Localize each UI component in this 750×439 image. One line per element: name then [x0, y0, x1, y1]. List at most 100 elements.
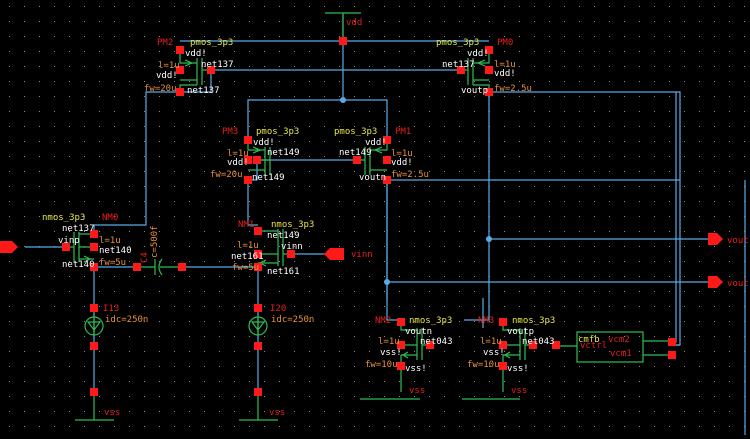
grid-dot: [624, 306, 625, 307]
connection-pin[interactable]: [90, 243, 98, 251]
connection-pin[interactable]: [176, 88, 184, 96]
grid-dot: [189, 51, 190, 52]
i20-name[interactable]: I20: [270, 304, 286, 314]
pm2-name[interactable]: PM2: [157, 38, 173, 48]
connection-pin[interactable]: [90, 388, 98, 396]
grid-dot: [309, 411, 310, 412]
grid-dot: [219, 306, 220, 307]
connection-pin[interactable]: [90, 263, 98, 271]
grid-dot: [339, 141, 340, 142]
connection-pin[interactable]: [90, 230, 98, 238]
port-vinn-shape[interactable]: [324, 248, 344, 260]
connection-pin[interactable]: [176, 66, 184, 74]
nm2-name[interactable]: NM2: [375, 316, 391, 326]
grid-dot: [489, 321, 490, 322]
connection-pin[interactable]: [383, 156, 391, 164]
connection-pin[interactable]: [668, 338, 676, 346]
connection-pin[interactable]: [254, 250, 262, 258]
connection-pin[interactable]: [207, 66, 215, 74]
port-vout2-shape[interactable]: [708, 276, 723, 288]
connection-pin[interactable]: [254, 263, 262, 271]
connection-pin[interactable]: [90, 342, 98, 350]
connection-pin[interactable]: [244, 136, 252, 144]
c4-name[interactable]: C4: [140, 252, 150, 263]
grid-dot: [459, 21, 460, 22]
grid-dot: [69, 381, 70, 382]
grid-dot: [429, 141, 430, 142]
connection-pin[interactable]: [485, 88, 493, 96]
connection-pin[interactable]: [499, 362, 507, 370]
connection-pin[interactable]: [244, 176, 252, 184]
nm0-name[interactable]: NM0: [102, 213, 118, 223]
grid-dot: [129, 291, 130, 292]
pm0-name[interactable]: PM0: [497, 38, 513, 48]
grid-dot: [714, 306, 715, 307]
grid-dot: [594, 186, 595, 187]
port-vout1-shape[interactable]: [708, 233, 723, 245]
grid-dot: [279, 291, 280, 292]
grid-dot: [654, 111, 655, 112]
grid-dot: [624, 51, 625, 52]
connection-pin[interactable]: [485, 46, 493, 54]
nm1-name[interactable]: NM1: [238, 220, 254, 230]
connection-pin[interactable]: [552, 341, 560, 349]
connection-pin[interactable]: [529, 341, 537, 349]
connection-pin[interactable]: [383, 176, 391, 184]
nm3-name[interactable]: NM3: [478, 316, 494, 326]
grid-dot: [294, 291, 295, 292]
connection-pin[interactable]: [254, 342, 262, 350]
connection-pin[interactable]: [287, 250, 295, 258]
grid-dot: [624, 21, 625, 22]
connection-pin[interactable]: [499, 341, 507, 349]
grid-dot: [39, 276, 40, 277]
connection-pin[interactable]: [244, 156, 252, 164]
connection-pin[interactable]: [176, 46, 184, 54]
connection-pin[interactable]: [397, 362, 405, 370]
cmfb-name[interactable]: cmfb: [578, 335, 600, 345]
port-vinp-shape[interactable]: [0, 241, 18, 253]
connection-pin[interactable]: [485, 66, 493, 74]
grid-dot: [504, 51, 505, 52]
connection-pin[interactable]: [253, 156, 261, 164]
connection-pin[interactable]: [339, 37, 347, 45]
grid-dot: [579, 426, 580, 427]
connection-pin[interactable]: [426, 341, 434, 349]
grid-dot: [54, 141, 55, 142]
grid-dot: [534, 171, 535, 172]
connection-pin[interactable]: [383, 136, 391, 144]
grid-dot: [294, 186, 295, 187]
pm3-name[interactable]: PM3: [222, 127, 238, 137]
connection-pin[interactable]: [62, 243, 70, 251]
grid-dot: [204, 186, 205, 187]
connection-pin[interactable]: [178, 263, 186, 271]
grid-dot: [369, 291, 370, 292]
connection-pin[interactable]: [499, 318, 507, 326]
grid-dot: [249, 231, 250, 232]
grid-dot: [624, 336, 625, 337]
grid-dot: [189, 381, 190, 382]
connection-pin[interactable]: [353, 156, 361, 164]
grid-dot: [429, 96, 430, 97]
grid-dot: [399, 81, 400, 82]
grid-dot: [699, 396, 700, 397]
connection-pin[interactable]: [668, 351, 676, 359]
connection-pin[interactable]: [397, 318, 405, 326]
grid-dot: [564, 411, 565, 412]
grid-dot: [384, 306, 385, 307]
grid-dot: [684, 261, 685, 262]
grid-dot: [639, 321, 640, 322]
grid-dot: [444, 6, 445, 7]
connection-pin[interactable]: [397, 341, 405, 349]
grid-dot: [234, 81, 235, 82]
connection-pin[interactable]: [254, 388, 262, 396]
connection-pin[interactable]: [90, 304, 98, 312]
i13-name[interactable]: I13: [103, 304, 119, 314]
connection-pin[interactable]: [133, 263, 141, 271]
connection-pin[interactable]: [254, 227, 262, 235]
grid-dot: [459, 81, 460, 82]
pm1-name[interactable]: PM1: [395, 127, 411, 137]
grid-dot: [369, 21, 370, 22]
connection-pin[interactable]: [254, 304, 262, 312]
connection-pin[interactable]: [457, 66, 465, 74]
